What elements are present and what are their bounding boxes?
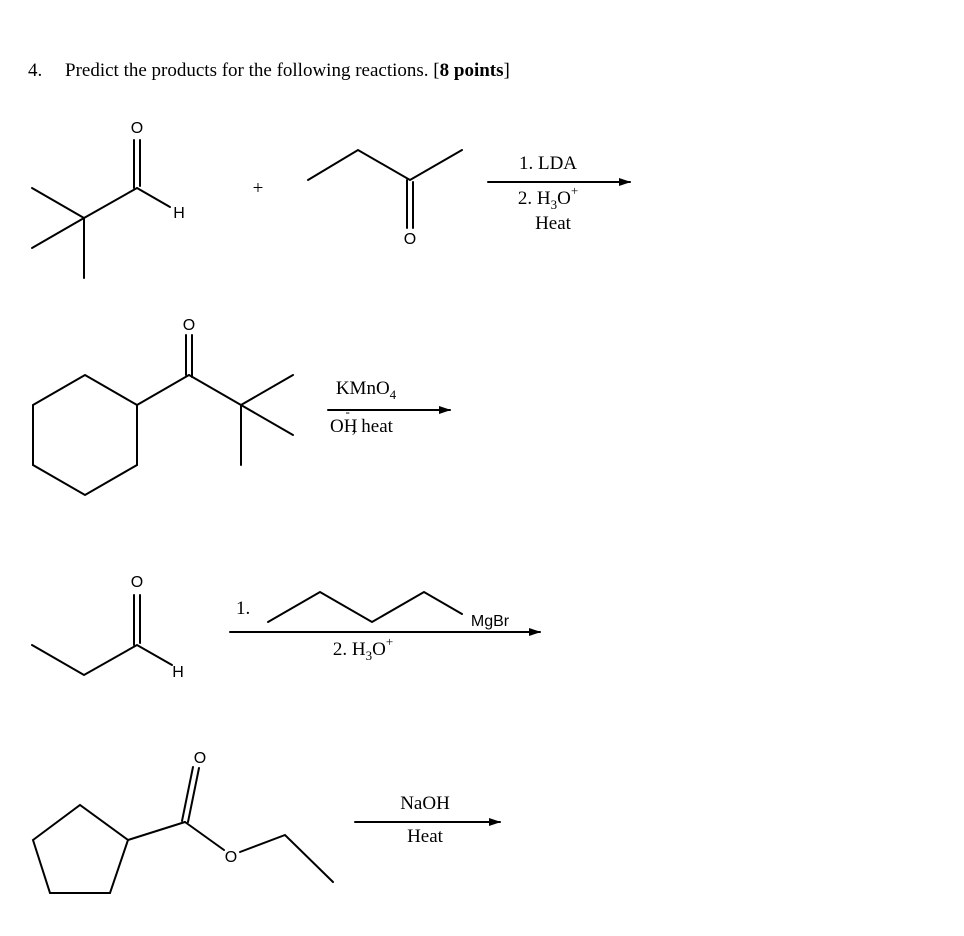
carbonyl-oxygen-label: O <box>194 750 206 767</box>
oxygen-label: O <box>131 120 143 137</box>
oxygen-label: O <box>131 574 143 591</box>
hydrogen-label: H <box>172 664 184 681</box>
reagent-conditions: OH-, heat <box>330 404 394 437</box>
step-1-label: 1. <box>236 598 250 619</box>
propanal-structure: O H <box>31 574 184 681</box>
reagent-step-2: 2. H3O+ <box>333 634 393 663</box>
question-bracket: ] <box>503 60 510 81</box>
hydrogen-label: H <box>173 205 185 222</box>
plus-sign: + <box>253 178 264 199</box>
ethyl-ester-structure: O O <box>31 750 334 894</box>
reagent-step-1: 1. LDA <box>519 153 577 174</box>
question-text: Predict the products for the following r… <box>65 60 440 81</box>
reagent-step-3: Heat <box>535 213 572 234</box>
mgbr-label: MgBr <box>471 613 510 630</box>
oxygen-label: O <box>183 317 195 334</box>
reaction-1: O H + O 1. LDA 2. H3O+ Heat <box>31 120 631 279</box>
reagent-heat: Heat <box>407 826 444 847</box>
question-points: 8 points <box>439 60 504 81</box>
butylmagnesium-bromide-structure: MgBr <box>267 590 510 630</box>
reaction-2: O KMnO4 OH-, heat <box>32 317 451 497</box>
question-title: 4. Predict the products for the following… <box>28 60 510 82</box>
reagent-kmno4: KMnO4 <box>336 378 397 402</box>
oxygen-label: O <box>404 231 416 248</box>
pivaldehyde-structure: O H <box>31 120 185 279</box>
question-number: 4. <box>28 60 43 81</box>
reagent-step-2: 2. H3O+ <box>518 183 578 212</box>
butanone-structure: O <box>307 148 463 248</box>
ester-oxygen-label: O <box>225 849 237 866</box>
reaction-4: O O NaOH Heat <box>31 750 501 894</box>
reaction-3: O H 1. MgBr 2. H3O+ <box>31 574 541 681</box>
ketone-structure: O <box>32 317 294 497</box>
reagent-naoh: NaOH <box>400 793 450 814</box>
